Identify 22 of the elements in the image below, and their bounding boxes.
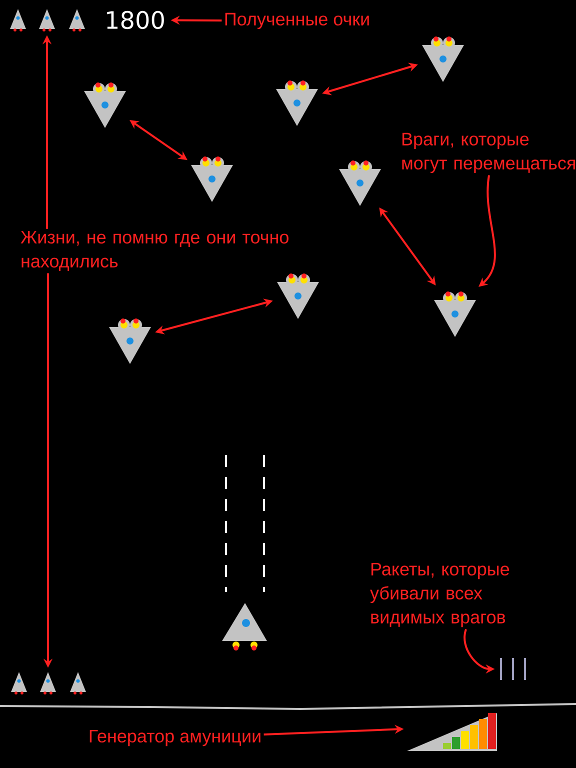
life-ship-icon — [39, 9, 55, 32]
enemy-ship-drawing — [339, 160, 381, 206]
enemy-ship-drawing — [434, 292, 476, 337]
score-text: 1800 — [107, 10, 164, 30]
enemy-ship-drawing — [277, 274, 319, 319]
enemy-ship-drawing — [276, 80, 318, 126]
rockets-drawing — [500, 657, 526, 681]
annotation-text: Ракеты, которые убивали всех видимых врагов — [370, 562, 510, 628]
annotation-text: Враги, которые могут перемещаться — [402, 132, 575, 174]
enemy-ship-drawing — [84, 82, 126, 128]
life-ship-icon — [69, 9, 85, 32]
life-ship-icon — [70, 672, 86, 694]
enemy-ship-drawing — [109, 318, 151, 364]
life-ship-icon — [10, 9, 26, 32]
enemy-ship-drawing — [422, 36, 464, 82]
annotation-text: Генератор амуниции — [90, 730, 260, 746]
enemy-ship-drawing — [191, 156, 233, 202]
life-ship-icon — [11, 672, 27, 694]
annotation-text: Полученные очки — [225, 12, 369, 30]
ammo-generator-drawing — [407, 713, 497, 751]
annotation-text: Жизни, не помню где они точно находились — [20, 231, 288, 271]
life-ship-icon — [40, 672, 56, 694]
